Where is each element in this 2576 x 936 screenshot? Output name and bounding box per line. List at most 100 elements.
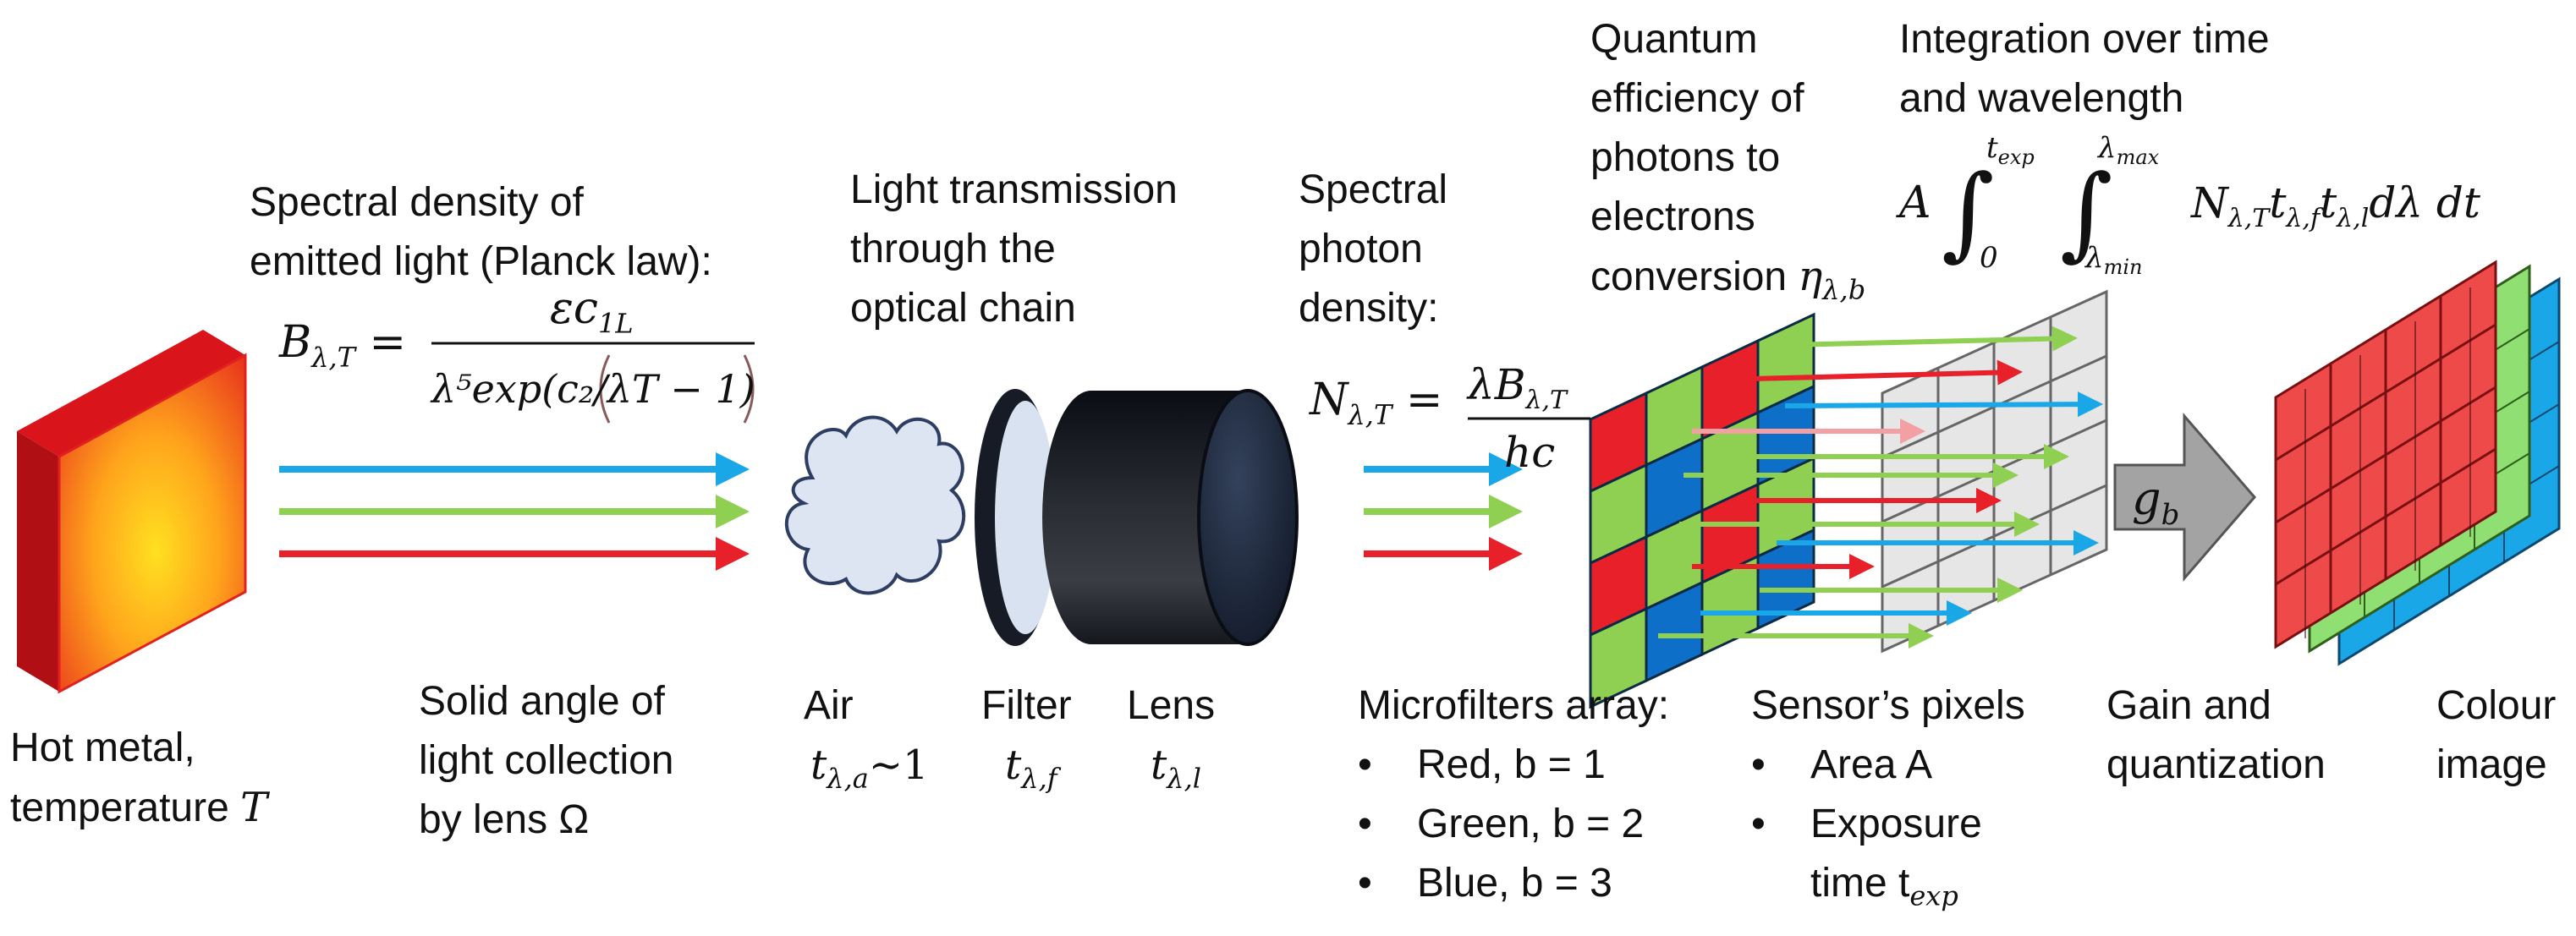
filter-disc — [975, 389, 1056, 646]
gain-line1: Gain and — [2106, 683, 2271, 728]
sensor-exposure-text: Exposure — [1810, 802, 1982, 846]
emitted-light-arrows — [279, 452, 750, 571]
solid-angle-line1: Solid angle of — [419, 679, 665, 724]
sensor-time-sub: exp — [1909, 879, 1958, 912]
lens-symbol: t — [1151, 742, 1167, 789]
gain-symbol: gb — [2132, 469, 2179, 545]
colour-line2: image — [2436, 742, 2547, 787]
planck-lhs-symbol: B — [279, 317, 312, 368]
hot-metal-label: Hot metal, temperature T — [10, 719, 267, 838]
integration-formula-A: A — [1899, 178, 1931, 228]
air-cloud — [784, 415, 966, 595]
photon-density-line3: density: — [1299, 286, 1439, 331]
filter-transmission: tλ,f — [981, 736, 1072, 808]
photon-density-line2: photon — [1299, 227, 1423, 271]
solid-angle-line3: by lens Ω — [419, 797, 590, 842]
filtered-rays — [1658, 326, 2103, 649]
planck-numerator-text: εc — [550, 283, 599, 334]
filter-symbol: t — [1005, 742, 1022, 789]
gain-label: Gain and quantization — [2106, 676, 2326, 795]
temperature-symbol: T — [240, 784, 268, 831]
integration-upper-texp: texp — [1986, 131, 2035, 169]
planck-numerator: εc1L — [550, 279, 634, 353]
lens-name: Lens — [1127, 683, 1216, 728]
microfilter-blue-text: Blue, b = 3 — [1417, 861, 1612, 906]
integration-line2: and wavelength — [1899, 76, 2184, 121]
lens-sub: λ,l — [1167, 762, 1201, 795]
sensor-label: Sensor’s pixels •Area A •Exposure time t… — [1751, 676, 2025, 926]
sensor-item-exposure: •Exposure — [1751, 802, 1982, 846]
eta-sub: λ,b — [1822, 273, 1866, 306]
air-symbol: t — [810, 742, 827, 789]
filter-sub: λ,f — [1021, 762, 1057, 795]
quantum-line4: electrons — [1590, 194, 1755, 239]
microfilter-item-blue: •Blue, b = 3 — [1358, 861, 1612, 906]
colour-line1: Colour — [2436, 683, 2557, 728]
photon-density-numerator: λBλ,T — [1468, 355, 1567, 430]
microfilter-item-red: •Red, b = 1 — [1358, 742, 1606, 787]
quantum-efficiency-label: Quantum efficiency of photons to electro… — [1590, 10, 1865, 320]
transmission-line2: through the — [850, 227, 1056, 271]
quantum-line1: Quantum — [1590, 17, 1758, 62]
solid-angle-line2: light collection — [419, 738, 674, 783]
planck-lhs: Bλ,T = — [279, 313, 406, 386]
integration-label: Integration over time and wavelength — [1899, 10, 2270, 129]
photon-density-label: Spectral photon density: — [1299, 161, 1447, 338]
fraction-bars — [431, 342, 1590, 420]
hot-metal-line1: Hot metal, — [10, 725, 195, 770]
gain-arrow — [2113, 412, 2256, 583]
air-transmission: tλ,a∼1 — [804, 736, 929, 808]
planck-denominator: λ⁵exp(c₂/λT − 1) — [431, 366, 755, 412]
svg-text:∫: ∫ — [1942, 154, 1995, 271]
air-sub: λ,a — [827, 762, 869, 795]
conversion-text: conversion — [1590, 255, 1799, 299]
air-suffix: ∼1 — [868, 742, 929, 789]
integration-lower-0: 0 — [1980, 241, 1998, 275]
integration-integrand: Nλ,Ttλ,ftλ,ldλ dt — [2191, 178, 2481, 233]
photon-lhs-sub: λ,T — [1348, 398, 1392, 431]
sensor-time-text: time t — [1810, 861, 1910, 906]
microfilter-item-green: •Green, b = 2 — [1358, 802, 1645, 846]
hot-metal-line2: temperature T — [10, 778, 267, 838]
photon-numerator-sub: λ,T — [1525, 386, 1567, 415]
colour-image-layers — [2274, 260, 2561, 666]
photon-density-lhs: Nλ,T = — [1310, 370, 1442, 444]
transmission-line1: Light transmission — [850, 167, 1178, 212]
quantum-line3: photons to — [1590, 135, 1781, 180]
sensor-area-text: Area A — [1810, 742, 1933, 787]
photon-density-denominator: hc — [1504, 428, 1556, 477]
photon-numerator-text: λB — [1468, 360, 1526, 409]
microfilters-label: Microfilters array: •Red, b = 1 •Green, … — [1358, 676, 1669, 913]
gain-sub: b — [2161, 497, 2180, 532]
sensor-item-time: time texp — [1751, 854, 2025, 926]
integration-upper-lmax: λmax — [2098, 131, 2160, 169]
quantum-line5: conversion ηλ,b — [1590, 247, 1865, 320]
transmission-line3: optical chain — [850, 286, 1076, 331]
air-label: Air tλ,a∼1 — [804, 676, 929, 808]
microfilter-red-text: Red, b = 1 — [1417, 742, 1606, 787]
lens-cylinder — [1042, 389, 1299, 646]
integral-signs: ∫ ∫ — [1942, 154, 2113, 271]
colour-image-label: Colour image — [2436, 676, 2556, 795]
svg-text:∫: ∫ — [2060, 154, 2113, 271]
planck-lhs-sub: λ,T — [311, 341, 356, 374]
transmission-label: Light transmission through the optical c… — [850, 161, 1178, 338]
filter-name: Filter — [981, 683, 1072, 728]
photon-density-line1: Spectral — [1299, 167, 1448, 212]
sensor-item-area: •Area A — [1751, 742, 1933, 787]
air-name: Air — [804, 683, 854, 728]
lens-transmission: tλ,l — [1127, 736, 1215, 808]
gain-g: g — [2132, 472, 2161, 525]
hot-metal-block — [17, 330, 247, 694]
photon-equals: = — [1392, 375, 1443, 425]
microfilter-array — [1589, 312, 1815, 709]
photon-arrows — [1364, 452, 1523, 571]
planck-numerator-sub: 1L — [598, 307, 634, 340]
filter-label: Filter tλ,f — [981, 676, 1072, 808]
gain-line2: quantization — [2106, 742, 2326, 787]
planck-line2: emitted light (Planck law): — [250, 239, 712, 284]
integration-line1: Integration over time — [1899, 17, 2270, 62]
microfilters-title: Microfilters array: — [1358, 683, 1670, 728]
quantum-line2: efficiency of — [1590, 76, 1804, 121]
